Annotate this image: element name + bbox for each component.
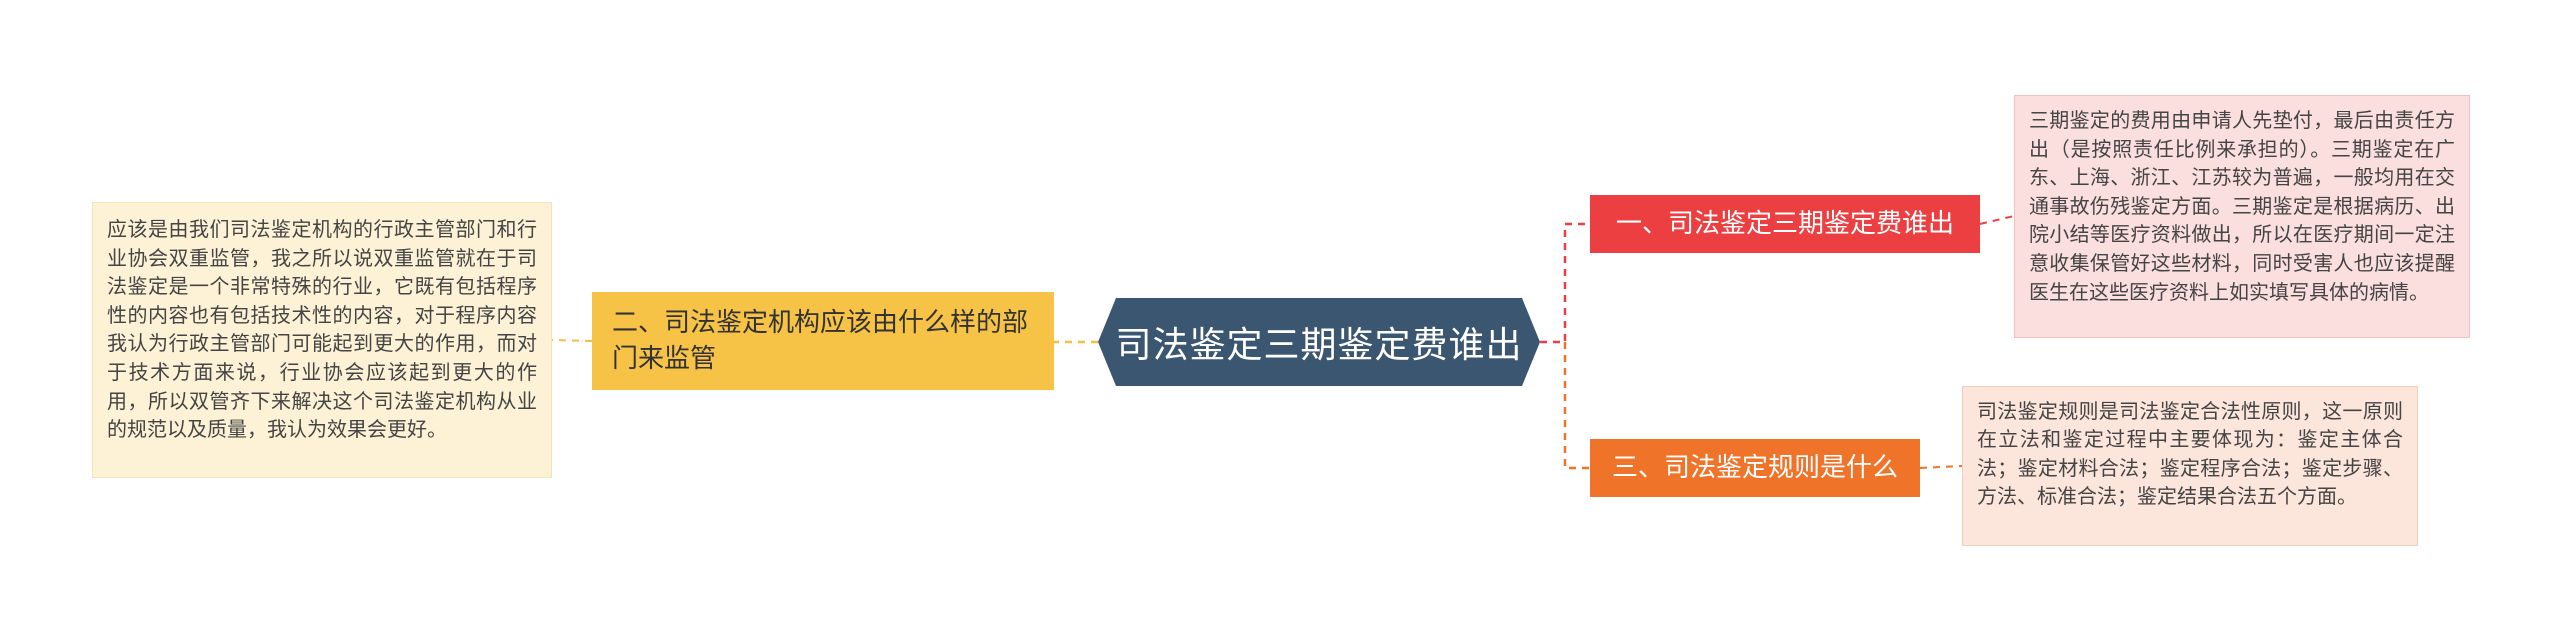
branch-topic-1[interactable]: 一、司法鉴定三期鉴定费谁出 bbox=[1590, 195, 1980, 253]
central-topic-label: 司法鉴定三期鉴定费谁出 bbox=[1115, 325, 1523, 366]
branch-2-detail[interactable]: 应该是由我们司法鉴定机构的行政主管部门和行业协会双重监管，我之所以说双重监管就在… bbox=[92, 202, 552, 478]
branch-3-detail[interactable]: 司法鉴定规则是司法鉴定合法性原则，这一原则在立法和鉴定过程中主要体现为：鉴定主体… bbox=[1962, 386, 2418, 546]
connector-branch-3-to-detail bbox=[1919, 465, 1963, 469]
branch-topic-2[interactable]: 二、司法鉴定机构应该由什么样的部门来监管 bbox=[592, 292, 1054, 390]
branch-1-detail[interactable]: 三期鉴定的费用由申请人先垫付，最后由责任方出（是按照责任比例来承担的）。三期鉴定… bbox=[2014, 95, 2470, 338]
connector-central-to-branch-1 bbox=[1540, 222, 1590, 344]
branch-3-detail-text: 司法鉴定规则是司法鉴定合法性原则，这一原则在立法和鉴定过程中主要体现为：鉴定主体… bbox=[1977, 399, 2403, 509]
branch-topic-1-label: 一、司法鉴定三期鉴定费谁出 bbox=[1615, 208, 1954, 239]
connector-branch-1-to-detail bbox=[1979, 215, 2015, 225]
branch-topic-2-label: 二、司法鉴定机构应该由什么样的部门来监管 bbox=[612, 307, 1029, 374]
connector-central-to-branch-3 bbox=[1563, 342, 1590, 470]
branch-2-detail-text: 应该是由我们司法鉴定机构的行政主管部门和行业协会双重监管，我之所以说双重监管就在… bbox=[107, 217, 537, 442]
branch-1-detail-text: 三期鉴定的费用由申请人先垫付，最后由责任方出（是按照责任比例来承担的）。三期鉴定… bbox=[2029, 108, 2455, 304]
central-topic[interactable]: 司法鉴定三期鉴定费谁出 bbox=[1098, 298, 1540, 386]
connector-branch-2-to-detail bbox=[551, 339, 593, 342]
branch-topic-3-label: 三、司法鉴定规则是什么 bbox=[1611, 452, 1898, 483]
branch-topic-3[interactable]: 三、司法鉴定规则是什么 bbox=[1590, 439, 1920, 497]
